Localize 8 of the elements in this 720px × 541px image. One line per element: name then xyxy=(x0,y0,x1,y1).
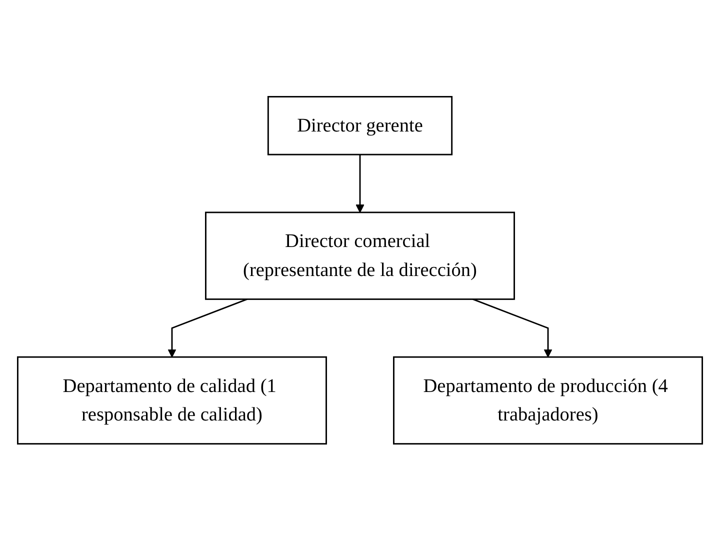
arrow xyxy=(356,154,364,214)
arrow xyxy=(168,298,248,358)
node-box xyxy=(267,96,453,156)
org-chart-drawing: Director gerente Director comercial (representante de la dirección) Departamento de calidad (1 responsable de calidad) Departamento de producción (4 trabajadores) xyxy=(10,89,710,452)
node-box xyxy=(17,356,327,445)
node-box xyxy=(393,356,703,445)
node-box xyxy=(205,212,515,300)
arrow xyxy=(472,298,552,358)
